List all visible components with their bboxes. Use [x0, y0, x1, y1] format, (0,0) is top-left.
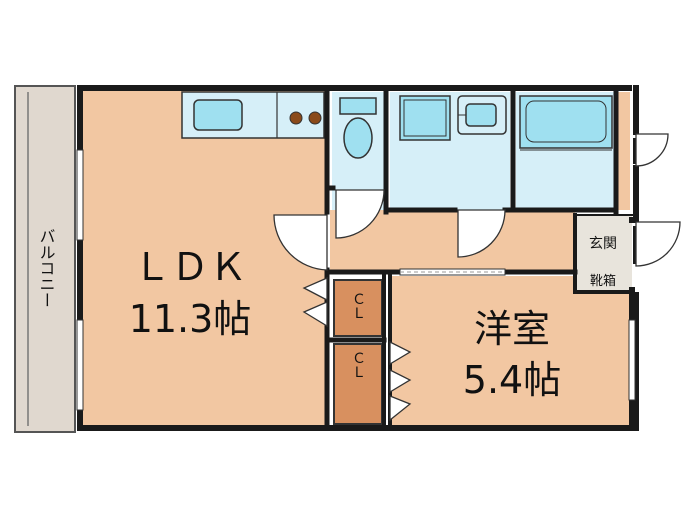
stove-burner-right	[308, 111, 322, 125]
western-room-name-label: 洋室	[474, 307, 550, 351]
storage-strip	[618, 92, 630, 210]
stove-burner-left	[289, 111, 303, 125]
closet-upper	[333, 279, 383, 337]
closet-lower	[333, 343, 383, 425]
washer-pan-icon	[457, 95, 507, 135]
closet-upper-label: ＣＬ	[350, 292, 366, 320]
entrance-floor	[575, 215, 632, 290]
ldk-floor	[82, 88, 327, 428]
washbasin-icon	[399, 95, 451, 141]
entrance-label: 玄関	[589, 235, 617, 252]
sliding-door	[399, 268, 506, 276]
shoe-box-label: 靴箱	[590, 273, 616, 289]
western-room-floor	[392, 276, 632, 426]
western-room-size-label: 5.4帖	[463, 358, 561, 402]
balcony-label: バルコニー	[37, 228, 56, 308]
ldk-size-label: 11.3帖	[129, 297, 252, 341]
balcony-area	[14, 85, 76, 433]
ldk-name-label: ＬＤＫ	[133, 245, 247, 289]
bathtub-icon	[519, 95, 613, 151]
closet-lower-label: ＣＬ	[350, 351, 366, 379]
western-room-window	[628, 319, 636, 401]
toilet-icon	[339, 97, 377, 159]
kitchen-sink	[193, 99, 243, 131]
balcony-window	[76, 149, 84, 411]
door-swings	[273, 133, 681, 422]
